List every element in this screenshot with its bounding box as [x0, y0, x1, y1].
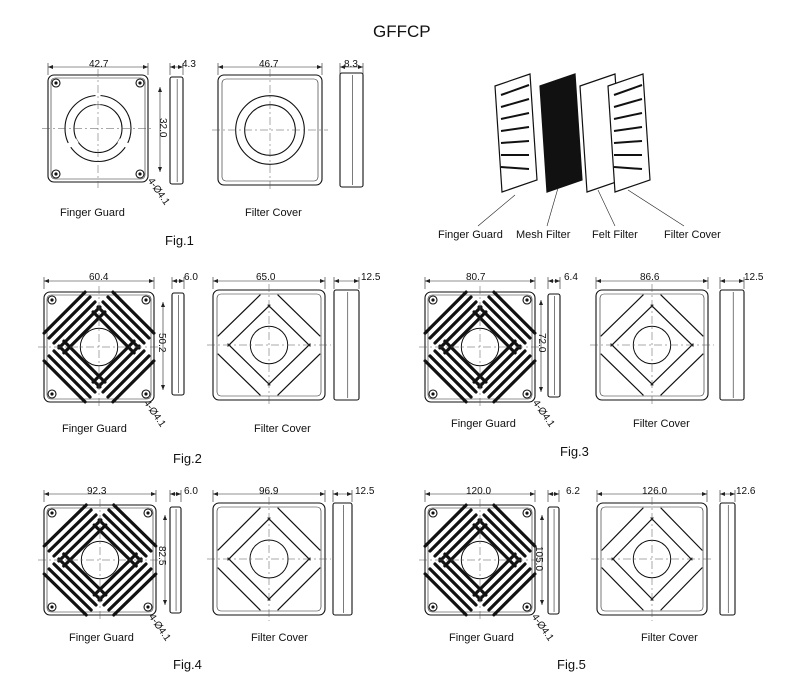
fig4-guard-side-view: [169, 506, 182, 614]
fig3-finger-guard-front: [419, 286, 541, 408]
fig4-cover-side-view: [332, 502, 353, 616]
fig4-cover-depth: 12.5: [355, 486, 375, 497]
fig2-guard-side-view: [171, 292, 185, 396]
fig4-filter-cover-label: Filter Cover: [251, 632, 308, 644]
fig1-cover-width: 46.7: [259, 59, 279, 70]
fig3-cover-depth: 12.5: [744, 272, 764, 283]
fig4-guard-width: 92.3: [87, 486, 107, 497]
fig1-caption: Fig.1: [165, 233, 194, 248]
fig1-hole-pitch: 32.0: [157, 118, 168, 138]
fig1-cover-depth: 8.3: [344, 59, 358, 70]
fig1-guard-depth: 4.3: [182, 59, 196, 70]
fig1-guard-side-view: [169, 76, 184, 185]
fig2-cover-grille-bars: [217, 294, 321, 396]
fig2-guard-width: 60.4: [89, 272, 109, 283]
fig4-cover-width: 96.9: [259, 486, 279, 497]
fig4-filter-cover-front: [207, 497, 331, 621]
exploded-mesh-filter-label: Mesh Filter: [516, 229, 571, 241]
sheet-title: GFFCP: [373, 22, 431, 41]
fig4-cover-grille-bars: [217, 507, 321, 611]
fig5-cover-grille-bars: [601, 507, 703, 611]
fig5-cover-depth: 12.6: [736, 486, 756, 497]
fig4-dimension-lines: [43, 490, 353, 605]
fig4-finger-guard-front: [38, 499, 162, 621]
fig4-guard-depth: 6.0: [184, 486, 198, 497]
fig3-cover-width: 86.6: [640, 272, 660, 283]
fig5-hole-pitch: 105.0: [533, 546, 544, 572]
fig5-finger-guard-label: Finger Guard: [449, 632, 514, 644]
fig5-guard-width: 120.0: [466, 486, 492, 497]
fig1-cover-side-view: [339, 72, 364, 188]
exploded-filter-cover-label: Filter Cover: [664, 229, 721, 241]
fig5-cover-side-view: [719, 502, 736, 616]
exploded-felt-filter-label: Felt Filter: [592, 229, 638, 241]
fig3-dimension-lines: [424, 277, 745, 392]
fig5-guard-depth: 6.2: [566, 486, 580, 497]
fig1-filter-cover-front: [212, 69, 328, 191]
fig5-filter-cover-label: Filter Cover: [641, 632, 698, 644]
fig4-guard-grille-bars: [42, 503, 158, 617]
fig5-dimension-lines: [424, 490, 736, 605]
fig2-filter-cover-label: Filter Cover: [254, 423, 311, 435]
fig3-guard-grille-bars: [423, 290, 537, 404]
fig2-finger-guard-front: [38, 286, 160, 408]
fig2-cover-side-view: [333, 289, 360, 401]
fig3-filter-cover-front: [590, 284, 714, 406]
fig3-cover-side-view: [719, 289, 745, 401]
fig2-cover-width: 65.0: [256, 272, 276, 283]
fig1-dimension-lines: [47, 63, 364, 172]
fig5-cover-width: 126.0: [642, 486, 668, 497]
fig3-finger-guard-label: Finger Guard: [451, 418, 516, 430]
fig2-cover-depth: 12.5: [361, 272, 381, 283]
fig3-guard-depth: 6.4: [564, 272, 578, 283]
fig5-filter-cover-front: [591, 497, 713, 621]
fig1-finger-guard-label: Finger Guard: [60, 207, 125, 219]
fig2-hole-pitch: 50.2: [156, 333, 167, 353]
fig3-guard-side-view: [547, 293, 561, 398]
fig1-filter-cover-label: Filter Cover: [245, 207, 302, 219]
fig5-guard-grille-bars: [423, 503, 537, 617]
fig3-filter-cover-label: Filter Cover: [633, 418, 690, 430]
fig3-guard-width: 80.7: [466, 272, 486, 283]
fig3-cover-grille-bars: [600, 294, 704, 396]
exploded-finger-guard-label: Finger Guard: [438, 229, 503, 241]
fig4-finger-guard-label: Finger Guard: [69, 632, 134, 644]
fig2-finger-guard-label: Finger Guard: [62, 423, 127, 435]
fig1-guard-width: 42.7: [89, 59, 109, 70]
fig2-guard-grille-bars: [42, 290, 156, 404]
fig2-guard-depth: 6.0: [184, 272, 198, 283]
fig5-guard-side-view: [547, 506, 560, 615]
exploded-finger-guard: [494, 73, 538, 193]
fig4-caption: Fig.4: [173, 657, 202, 672]
fig3-caption: Fig.3: [560, 444, 589, 459]
exploded-mesh-filter: [539, 73, 583, 193]
fig2-filter-cover-front: [207, 284, 331, 406]
fig4-hole-pitch: 82.5: [156, 546, 167, 566]
fig5-finger-guard-front: [419, 499, 541, 621]
fig2-dimension-lines: [43, 277, 360, 390]
fig2-caption: Fig.2: [173, 451, 202, 466]
exploded-assembly-view: [477, 73, 685, 227]
fig5-caption: Fig.5: [557, 657, 586, 672]
fig1-finger-guard-front: [42, 69, 154, 188]
exploded-filter-cover: [607, 73, 651, 193]
fig3-hole-pitch: 72.0: [536, 333, 547, 353]
